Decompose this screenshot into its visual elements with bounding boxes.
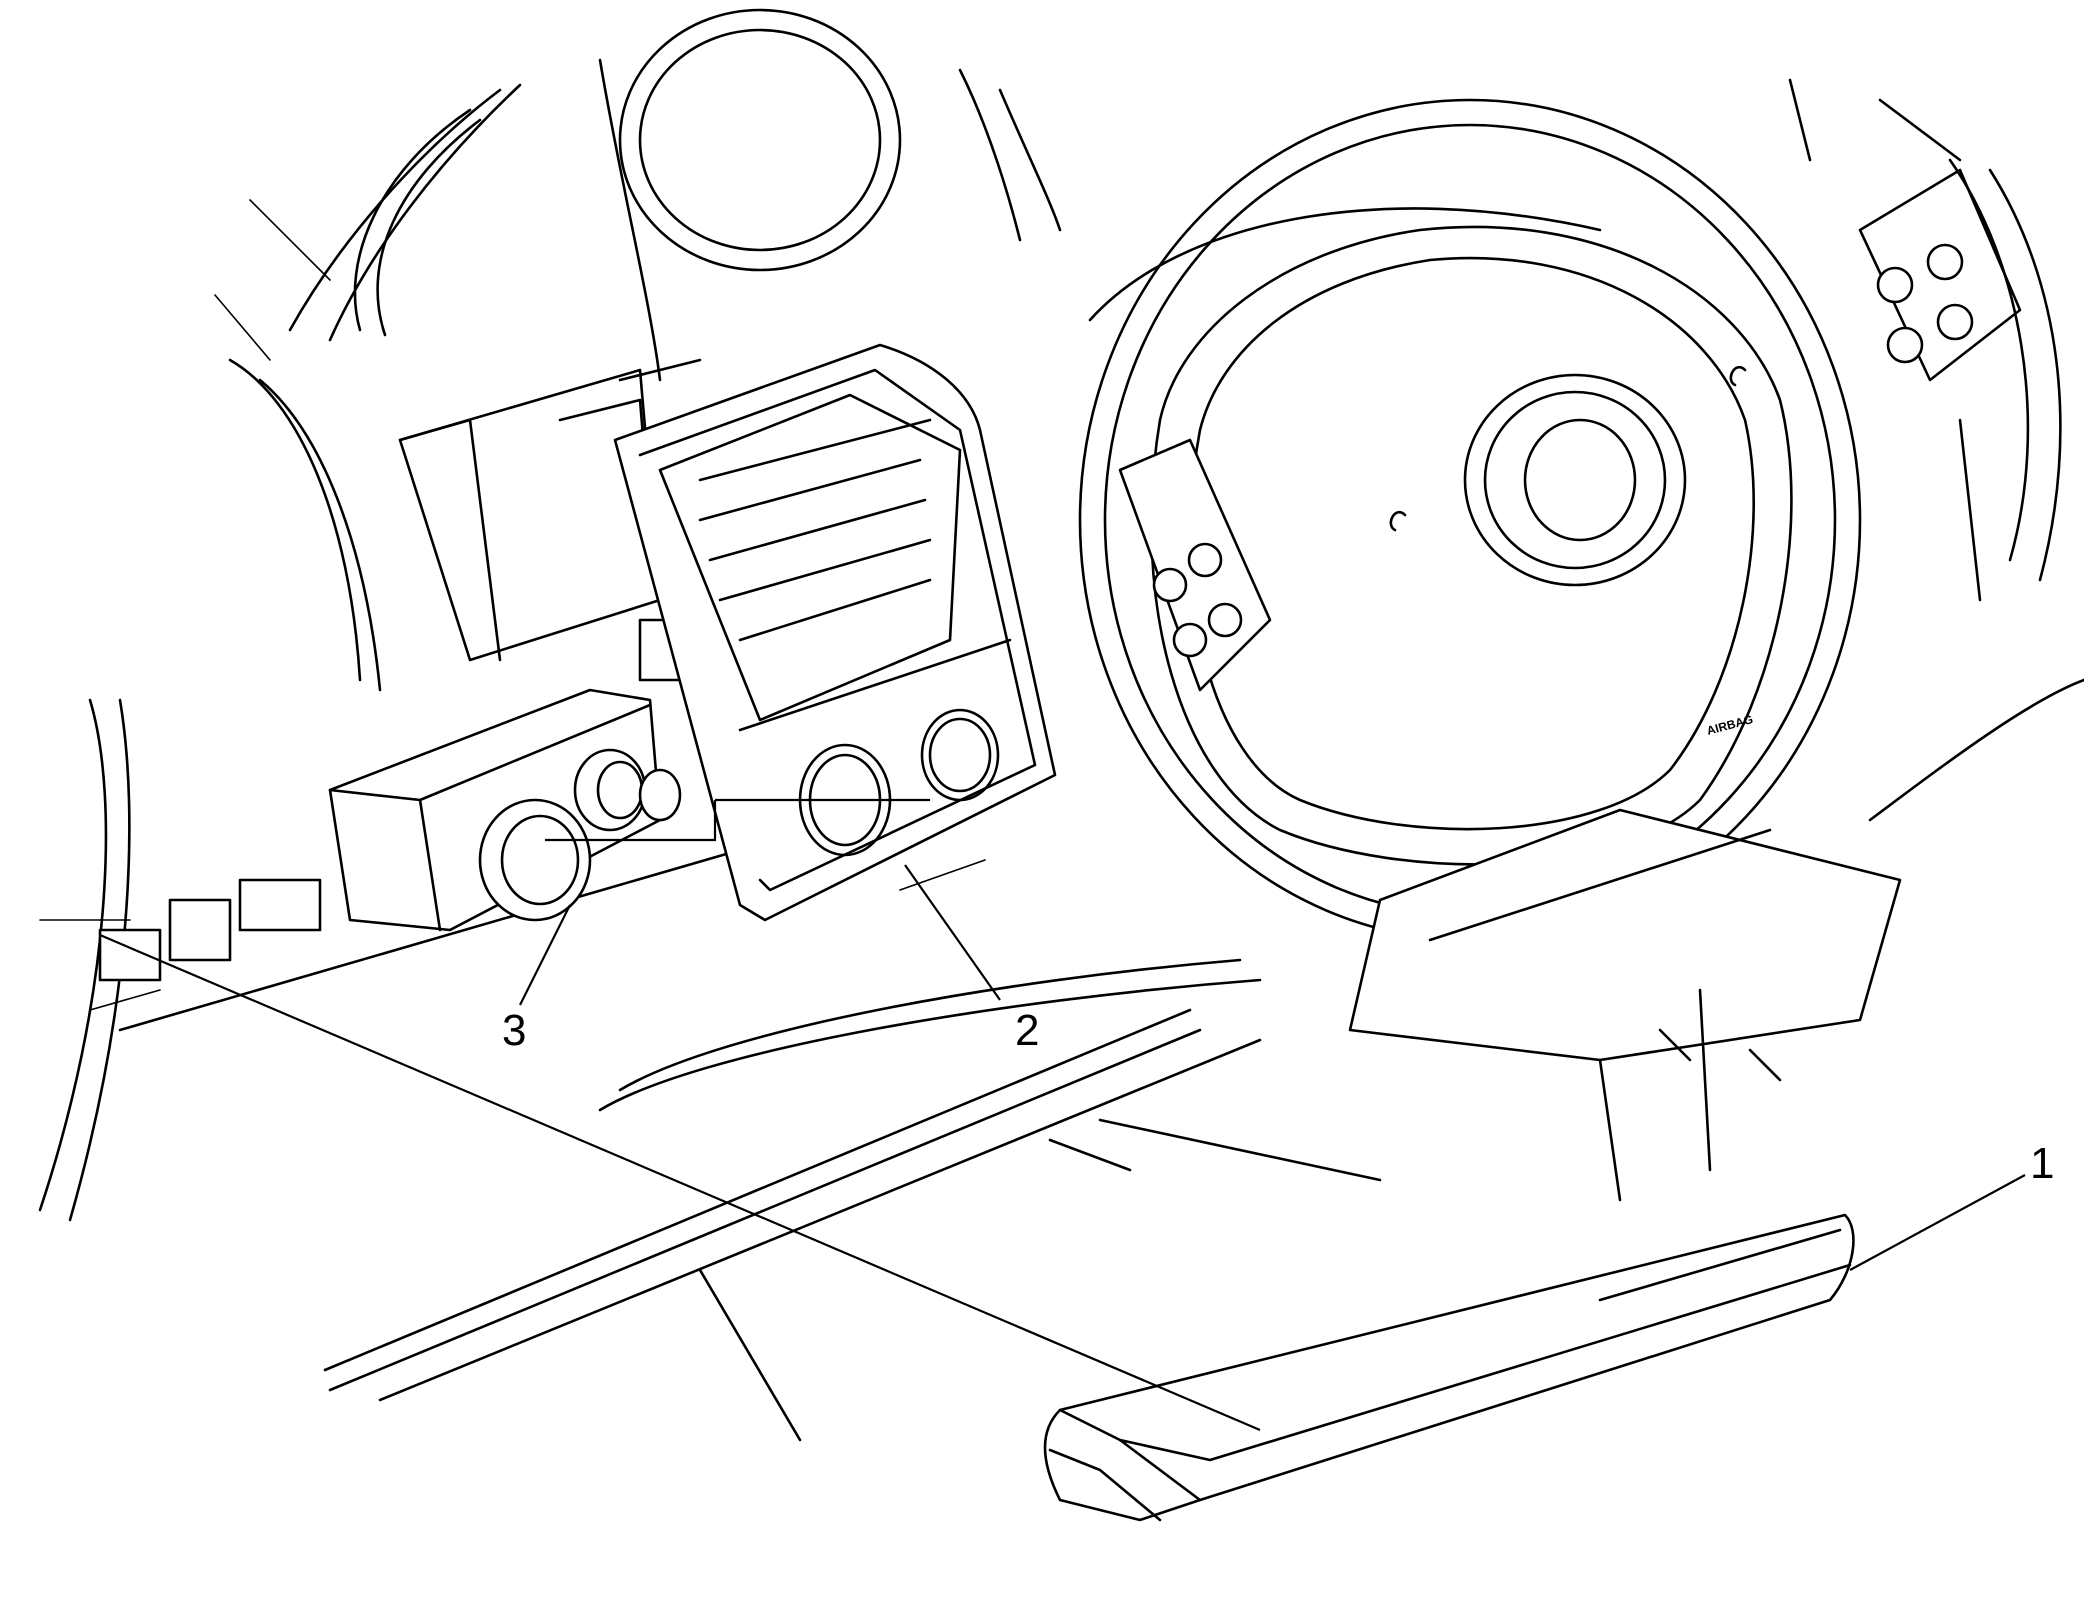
steering-wheel: AIRBAG <box>1078 98 2022 1202</box>
lower-dash <box>118 848 1382 1442</box>
left-pillar <box>38 358 382 1222</box>
right-trim <box>1788 78 2084 822</box>
instrument-cluster <box>214 8 1062 382</box>
callout-2: 2 <box>1015 1006 1039 1055</box>
radio-receiver <box>398 358 702 682</box>
leader-lines <box>99 798 2026 1432</box>
callout-1: 1 <box>2030 1139 2054 1188</box>
lower-trim-panel <box>1043 1213 1855 1522</box>
control-module <box>328 688 682 932</box>
center-bezel <box>613 343 1057 922</box>
callout-3: 3 <box>502 1006 526 1055</box>
